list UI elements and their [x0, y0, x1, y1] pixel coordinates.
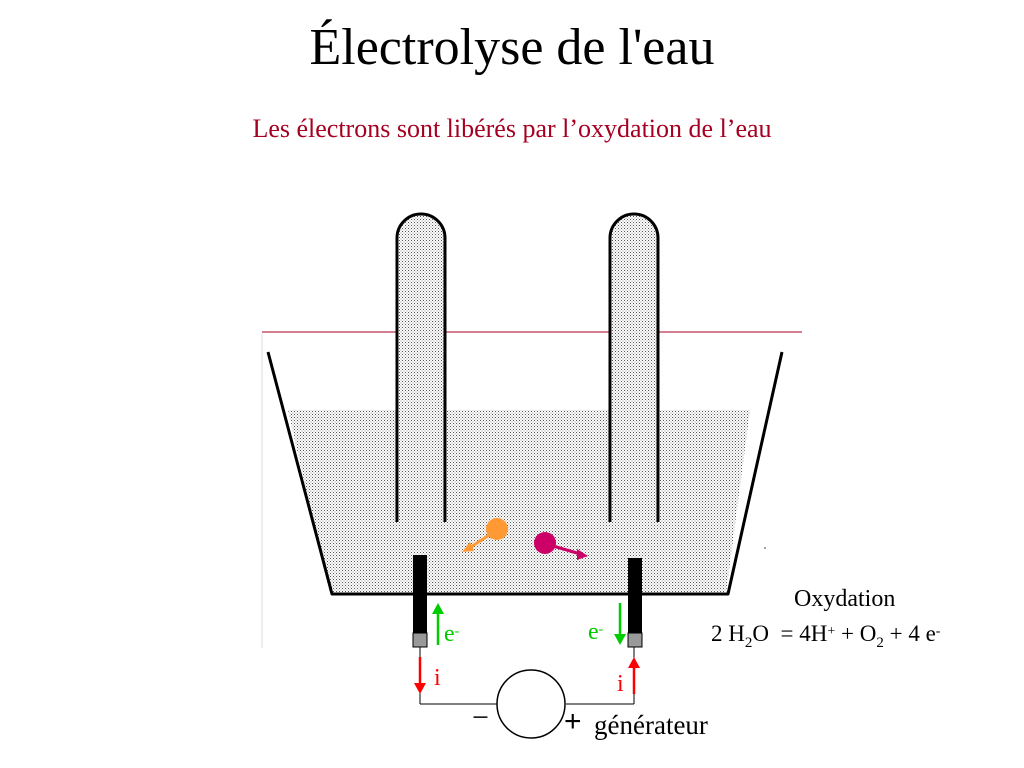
electrode-right [627, 558, 643, 648]
generator-symbol [496, 669, 566, 739]
electron-label-left: e- [444, 621, 460, 647]
current-label-left: i [434, 665, 441, 691]
plus-sign: + [564, 705, 582, 738]
basin [266, 351, 784, 596]
minus-sign: − [472, 701, 489, 734]
tube-right [608, 212, 660, 522]
circuit-wires [419, 647, 635, 705]
tube-left [395, 212, 447, 522]
stray-dot [764, 547, 766, 549]
page-subtitle: Les électrons sont libérés par l’oxydati… [252, 114, 772, 143]
electron-arrow-left [432, 603, 444, 645]
current-arrow-right [628, 657, 640, 694]
ion-magenta [534, 532, 588, 560]
electrode-left [412, 555, 428, 648]
page-title: Électrolyse de l'eau [309, 19, 715, 76]
electron-label-right: e- [588, 619, 604, 645]
reaction-equation: 2 H2O = 4H+ + O2 + 4 e- [711, 621, 941, 651]
current-label-right: i [617, 671, 624, 697]
water [288, 410, 750, 594]
ion-orange [462, 518, 508, 552]
generator-label: générateur [594, 710, 708, 740]
electron-arrow-right [614, 603, 626, 645]
current-arrow-left [414, 657, 426, 694]
reaction-name: Oxydation [794, 586, 896, 612]
